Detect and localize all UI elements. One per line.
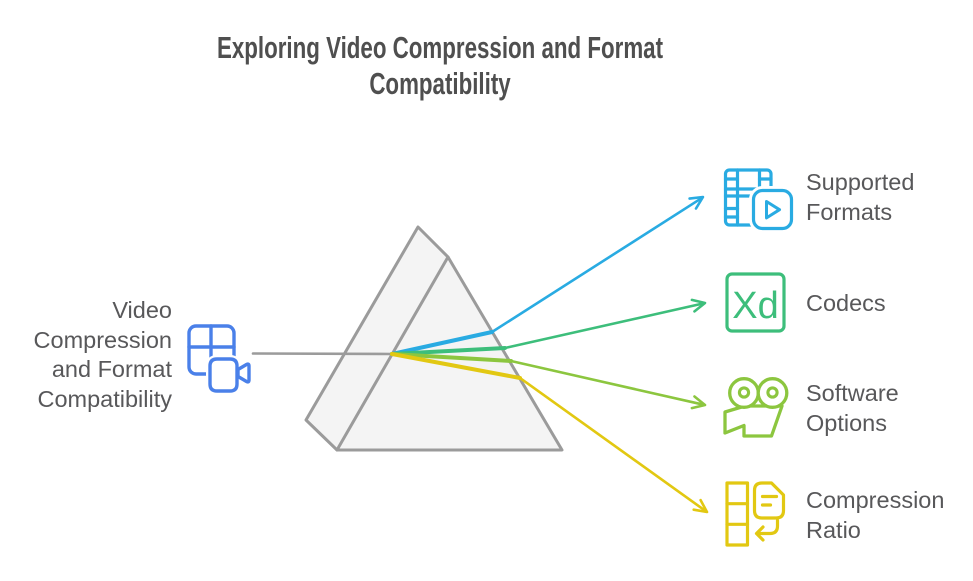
camera-reel-hub (737, 386, 751, 399)
movie-camera-icon (723, 377, 789, 438)
ray-codecs (390, 298, 707, 356)
layout-video-icon (187, 324, 253, 395)
ray-compression-ratio (390, 352, 709, 514)
output-label-line: Formats (806, 198, 893, 225)
ray-software-options (390, 352, 707, 410)
ray-segment (390, 330, 494, 356)
camera-reel-hub (766, 386, 779, 399)
output-label-line: Compression (806, 487, 945, 513)
xd-frame (725, 272, 786, 333)
input-label-line: Compatibility (37, 385, 172, 412)
output-label-supported-formats: Supported Formats (806, 168, 914, 227)
arrowhead-icon (692, 498, 709, 514)
prism-body (304, 225, 564, 452)
arrowhead-icon (688, 195, 705, 210)
ray-segment (390, 352, 522, 380)
arrowhead-icon (690, 298, 707, 313)
ray-segment (390, 346, 507, 356)
block-stack (725, 481, 750, 547)
output-label-line: Options (806, 409, 887, 436)
output-label-compression-ratio: Compression Ratio (806, 486, 944, 545)
camera-halo (206, 355, 253, 395)
ray-segment (390, 352, 513, 363)
output-label-line: Software (806, 380, 899, 406)
output-label-line: Ratio (806, 516, 861, 543)
prism (304, 225, 564, 452)
ray-segment (518, 376, 707, 513)
film-play-icon (723, 168, 796, 233)
return-arrow (755, 518, 780, 536)
camera-reel (756, 377, 789, 409)
input-connector-line (251, 352, 394, 356)
output-label-codecs: Codecs (806, 289, 886, 319)
xd-letters: Xd (732, 285, 778, 327)
ray-supported-formats (390, 195, 705, 356)
arrowhead-icon (690, 395, 707, 410)
input-label-line: Video (112, 297, 172, 323)
output-label-line: Supported (806, 169, 915, 195)
play-frame (751, 188, 794, 231)
output-label-line: Codecs (806, 290, 886, 316)
input-node-label: Video Compression and Format Compatibili… (8, 296, 172, 414)
camera-body (723, 404, 784, 438)
return-arrowhead (754, 525, 765, 542)
play-halo (749, 186, 796, 233)
ray-segment (509, 359, 705, 406)
play-triangle-icon (765, 200, 781, 220)
ray-segment (490, 196, 703, 334)
camera-lens (236, 362, 251, 384)
document-return-icon (725, 481, 786, 547)
output-label-software-options: Software Options (806, 379, 899, 438)
ray-segment (503, 302, 705, 350)
xd-badge-icon: Xd (725, 272, 786, 333)
diagram-title: Exploring Video Compression and Format C… (216, 30, 664, 101)
document-outline (752, 481, 786, 520)
camera-body (208, 357, 239, 393)
input-label-line: Compression (33, 326, 172, 353)
camera-reel (728, 377, 760, 409)
input-label-line: and Format (51, 356, 172, 382)
